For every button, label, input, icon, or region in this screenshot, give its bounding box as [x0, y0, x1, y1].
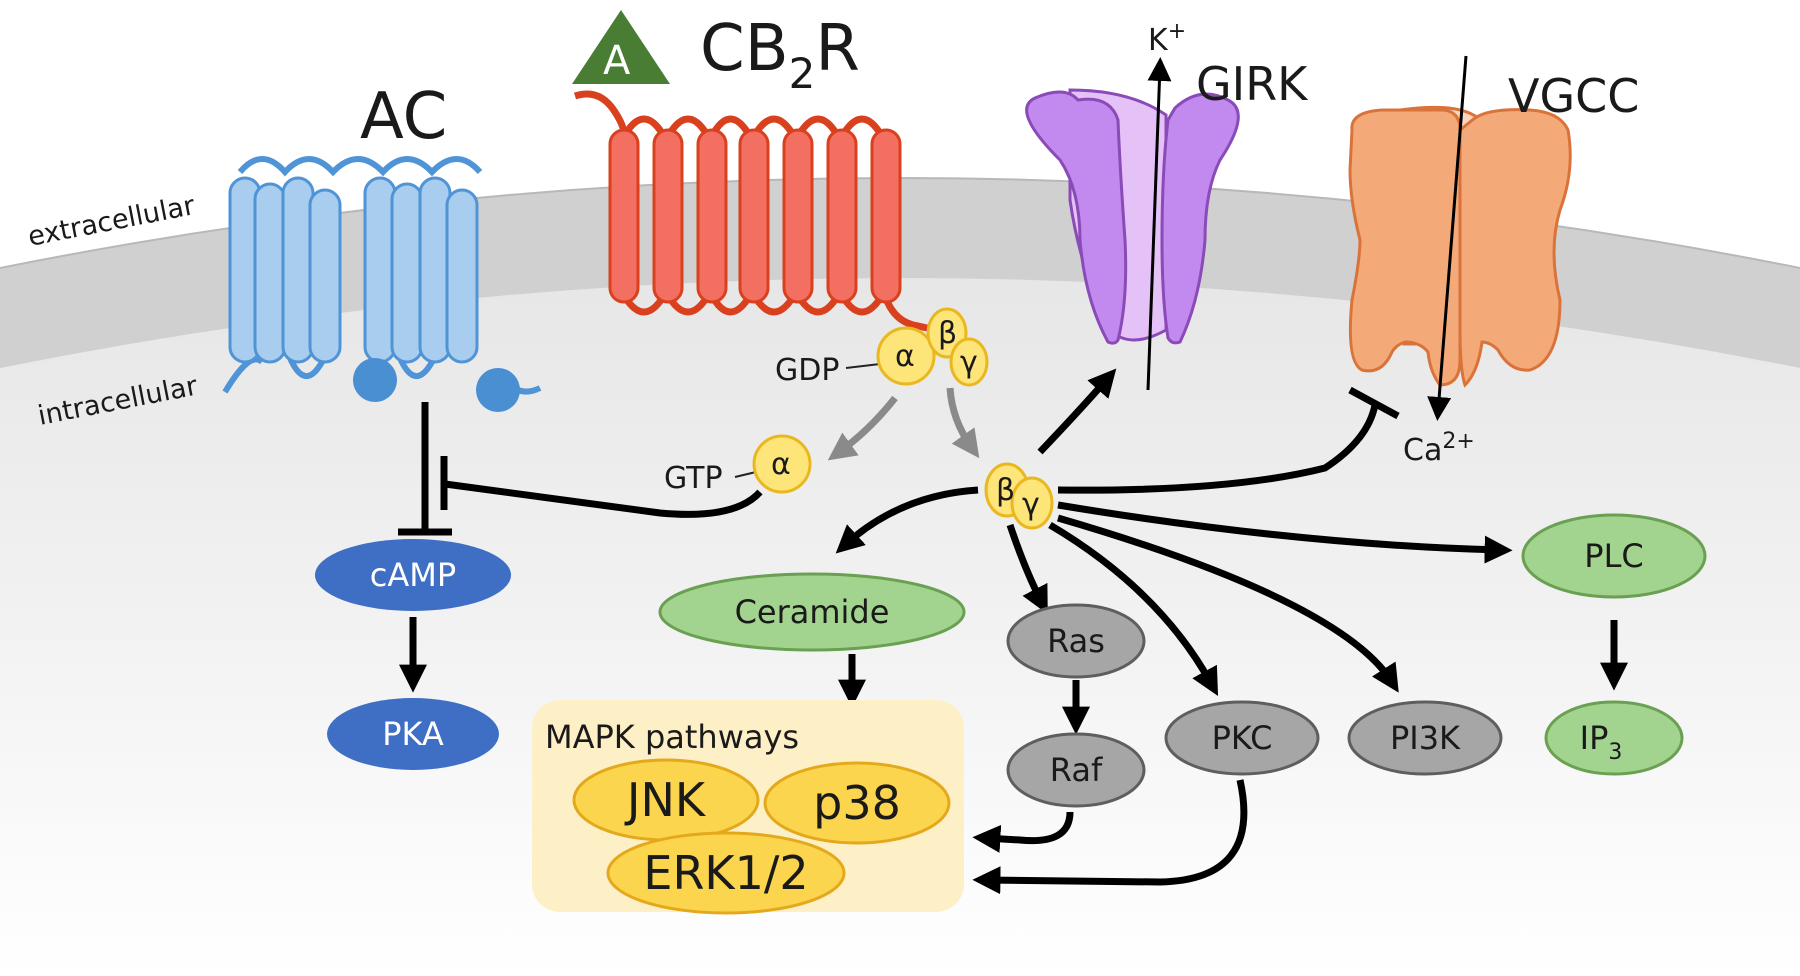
vgcc-label: VGCC [1508, 69, 1639, 123]
cb2r-receptor [573, 90, 947, 334]
bg-to-ceramide-arrow [835, 486, 979, 554]
ras-label: Ras [1047, 622, 1105, 660]
pka-node [327, 698, 499, 770]
alpha-subunit-label: α [895, 339, 915, 374]
ca-ion-label: Ca2+ [1403, 429, 1475, 468]
gdp-label: GDP [775, 353, 839, 388]
cb2r-label: CB2R [700, 12, 860, 98]
free-betagamma-subunit [984, 462, 1054, 530]
camp-node [315, 539, 511, 611]
bg-to-pi3k-arrow [1057, 514, 1399, 693]
free-beta-label: β [996, 473, 1015, 508]
k-ion-label: K+ [1148, 19, 1186, 58]
girk-channel [1025, 88, 1240, 345]
alpha-dissociation-arrow [827, 395, 898, 461]
free-alpha-label: α [771, 447, 791, 482]
ceramide-node [658, 572, 966, 652]
erk-node [606, 831, 846, 915]
plc-label: PLC [1584, 537, 1643, 575]
camp-label: cAMP [370, 556, 456, 594]
free-gamma-label: γ [1022, 487, 1040, 522]
bg-to-plc-arrow [1057, 501, 1513, 564]
ca-influx-arrow [1427, 55, 1468, 421]
raf-node [1006, 732, 1146, 808]
vgcc-channel [1348, 105, 1572, 388]
pi3k-node [1347, 700, 1503, 776]
mapk-title: MAPK pathways [545, 718, 799, 756]
pka-label: PKA [382, 715, 444, 753]
pi3k-label: PI3K [1390, 719, 1461, 757]
free-alpha-subunit [752, 434, 812, 494]
p38-node [763, 761, 951, 845]
p38-label: p38 [813, 776, 901, 830]
ip3-node [1544, 700, 1684, 776]
agonist-label: A [603, 38, 631, 84]
bg-inhibits-vgcc [1057, 404, 1379, 494]
adenylyl-cyclase [222, 156, 542, 412]
bg-to-ras-arrow [1006, 523, 1048, 615]
beta-subunit-label: β [938, 316, 957, 351]
ip3-label: IP3 [1580, 719, 1623, 765]
bg-to-pkc-arrow [1048, 521, 1219, 697]
pkc-node [1164, 700, 1320, 776]
ac-label: AC [360, 80, 447, 154]
jnk-label: JNK [624, 773, 707, 827]
gtp-label: GTP [664, 461, 723, 496]
ceramide-label: Ceramide [735, 593, 890, 631]
k-efflux-arrow [1146, 57, 1172, 391]
g-protein-heterotrimer [876, 307, 989, 387]
gamma-subunit-label: γ [960, 345, 978, 380]
agonist-triangle-icon [572, 10, 670, 84]
plc-node [1521, 513, 1707, 599]
bg-to-girk-arrow [1037, 368, 1117, 455]
pkc-to-erk-arrow [972, 779, 1248, 895]
betagamma-dissociation-arrow [946, 387, 980, 459]
vgcc-inhibition-bar [1348, 386, 1400, 420]
raf-label: Raf [1050, 751, 1103, 789]
alpha-inhibits-ac [444, 480, 763, 518]
raf-to-mapk-arrow [972, 811, 1074, 853]
erk-label: ERK1/2 [643, 846, 808, 900]
ras-node [1006, 603, 1146, 679]
girk-label: GIRK [1196, 57, 1309, 111]
pkc-label: PKC [1212, 719, 1273, 757]
